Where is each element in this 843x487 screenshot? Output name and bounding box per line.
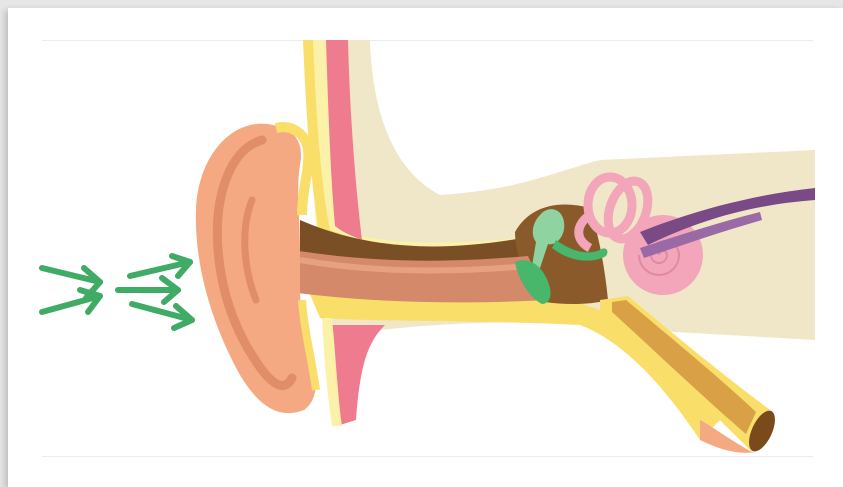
figure-card [8, 8, 843, 487]
ear-anatomy-illustration [8, 8, 843, 487]
sound-waves-arrows-icon [42, 256, 192, 328]
auricle [196, 124, 316, 413]
